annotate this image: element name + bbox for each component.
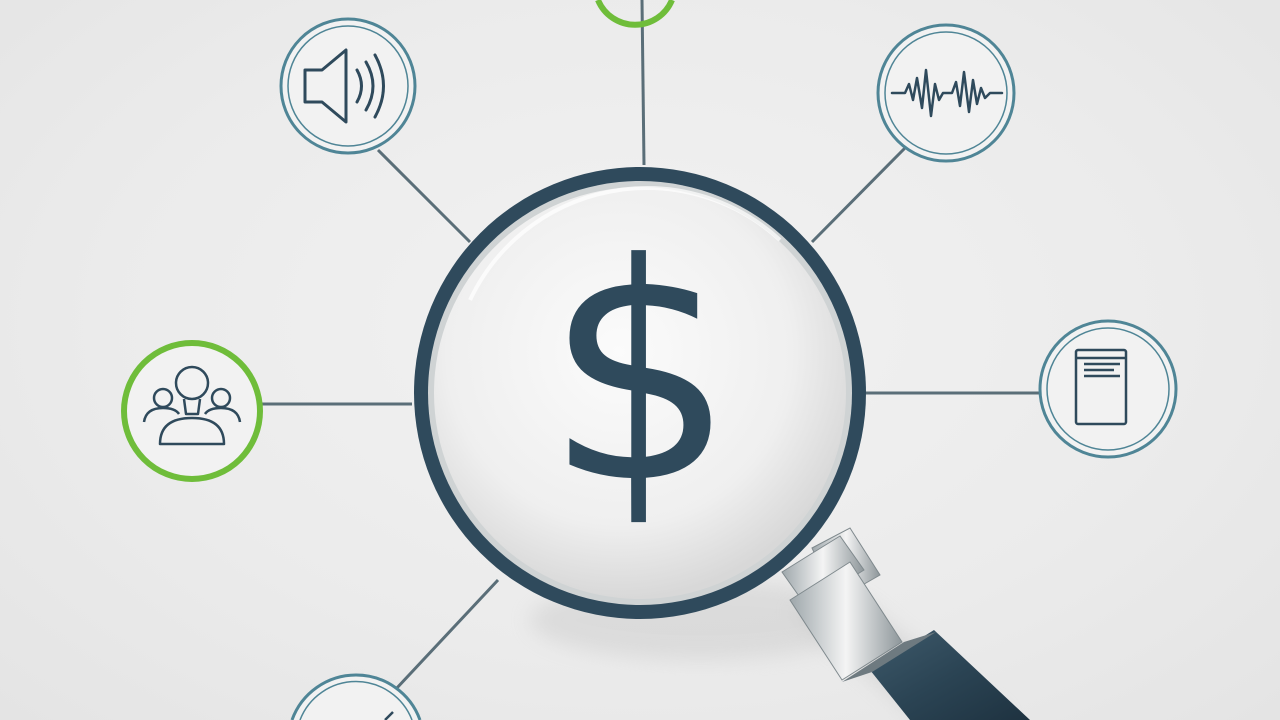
people-icon <box>142 365 242 446</box>
speaker-icon <box>303 48 385 124</box>
people-node <box>121 340 263 482</box>
connector-wave <box>810 146 907 244</box>
sound-wave-icon <box>890 68 1004 118</box>
magnifier-lens <box>414 167 866 619</box>
wave-node <box>876 23 1016 163</box>
document-icon <box>1074 348 1128 426</box>
connector-lines <box>262 0 1040 692</box>
document-node <box>1038 319 1178 459</box>
speaker-node <box>279 17 417 155</box>
cropped-bottom-node <box>290 673 422 720</box>
magnifier-handle <box>781 527 1030 720</box>
cropped-top-node <box>595 0 675 28</box>
connector-top <box>640 0 646 166</box>
connector-bottom <box>393 578 500 692</box>
dollar-symbol: $ <box>545 200 736 549</box>
connector-speaker <box>376 148 472 244</box>
